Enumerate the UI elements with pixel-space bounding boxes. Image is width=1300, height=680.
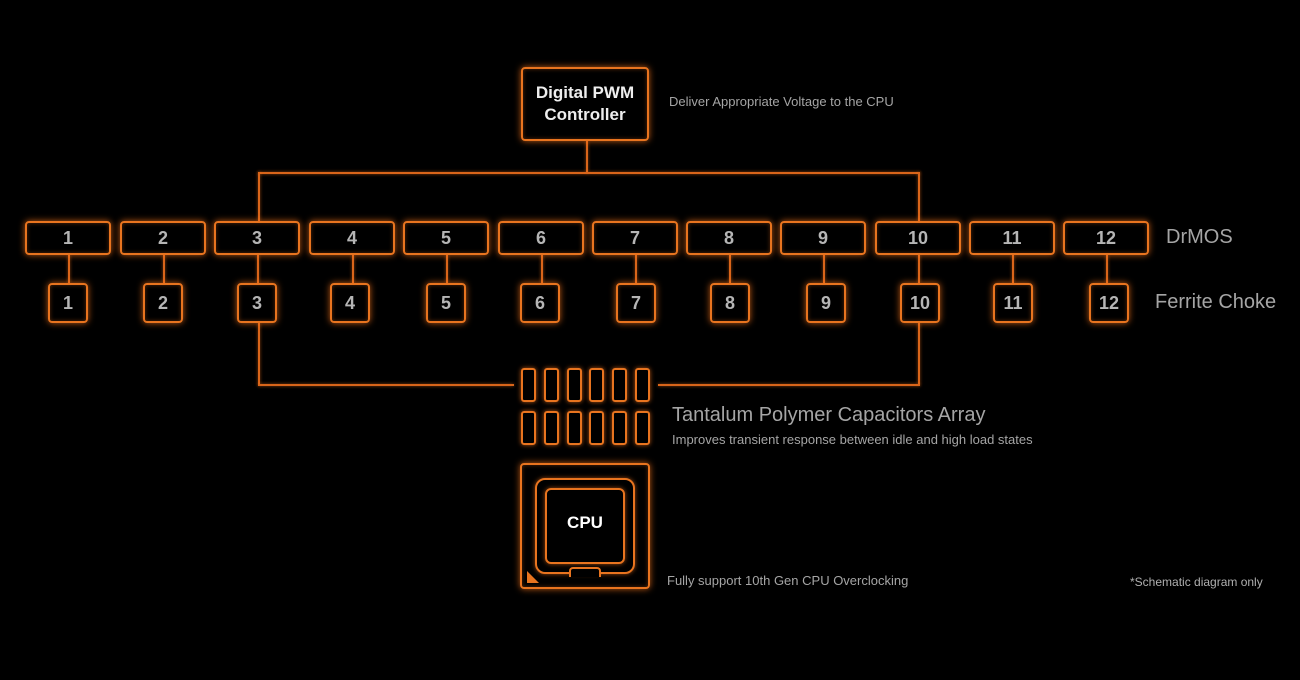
drmos-choke-link bbox=[68, 255, 70, 283]
drmos-box: 11 bbox=[969, 221, 1055, 255]
pwm-controller-box: Digital PWM Controller bbox=[521, 67, 649, 141]
ferrite-choke-box: 5 bbox=[426, 283, 466, 323]
pwm-down-line bbox=[586, 141, 588, 173]
schematic-footnote: *Schematic diagram only bbox=[1130, 575, 1263, 589]
cpu-pin1-marker-icon bbox=[527, 571, 539, 583]
capacitor bbox=[635, 368, 650, 402]
drmos-choke-link bbox=[1012, 255, 1014, 283]
drmos-choke-link bbox=[541, 255, 543, 283]
drmos-choke-link bbox=[635, 255, 637, 283]
drmos-choke-link bbox=[918, 255, 920, 283]
drmos-choke-link bbox=[1106, 255, 1108, 283]
drmos-box: 12 bbox=[1063, 221, 1149, 255]
capacitor bbox=[566, 411, 582, 445]
cpu-socket bbox=[520, 463, 650, 589]
drmos-box: 5 bbox=[403, 221, 489, 255]
drmos-box: 1 bbox=[25, 221, 111, 255]
cpu-description: Fully support 10th Gen CPU Overclocking bbox=[667, 573, 909, 588]
drmos-choke-link bbox=[163, 255, 165, 283]
ferrite-choke-box: 1 bbox=[48, 283, 88, 323]
bus-drop-left bbox=[258, 172, 260, 221]
drmos-choke-link bbox=[446, 255, 448, 283]
drmos-box: 6 bbox=[498, 221, 584, 255]
drmos-box: 4 bbox=[309, 221, 395, 255]
ferrite-choke-box: 11 bbox=[993, 283, 1033, 323]
pwm-controller-label-line1: Digital PWM bbox=[535, 83, 635, 102]
cpu-die-outline bbox=[545, 488, 625, 564]
capacitor bbox=[521, 411, 536, 445]
drmos-box: 7 bbox=[592, 221, 678, 255]
ferrite-choke-box: 4 bbox=[330, 283, 370, 323]
return-right-vertical bbox=[918, 323, 920, 385]
ferrite-choke-box: 10 bbox=[900, 283, 940, 323]
capacitor bbox=[521, 368, 536, 402]
ferrite-choke-box: 6 bbox=[520, 283, 560, 323]
ferrite-choke-box: 9 bbox=[806, 283, 846, 323]
capacitor bbox=[543, 368, 559, 402]
drmos-choke-link bbox=[352, 255, 354, 283]
cpu-notch bbox=[569, 567, 601, 577]
capacitor bbox=[589, 411, 605, 445]
ferrite-choke-box: 7 bbox=[616, 283, 656, 323]
capacitor bbox=[612, 411, 628, 445]
pwm-bus-line bbox=[258, 172, 920, 174]
ferrite-choke-box: 2 bbox=[143, 283, 183, 323]
bus-drop-right bbox=[918, 172, 920, 221]
drmos-box: 2 bbox=[120, 221, 206, 255]
drmos-choke-link bbox=[823, 255, 825, 283]
drmos-choke-link bbox=[257, 255, 259, 283]
ferrite-choke-label: Ferrite Choke bbox=[1155, 291, 1277, 313]
capacitor-array-title: Tantalum Polymer Capacitors Array bbox=[672, 404, 986, 426]
capacitor bbox=[612, 368, 628, 402]
capacitor bbox=[566, 368, 582, 402]
capacitor bbox=[635, 411, 650, 445]
drmos-box: 3 bbox=[214, 221, 300, 255]
capacitor bbox=[589, 368, 605, 402]
pwm-controller-description: Deliver Appropriate Voltage to the CPU bbox=[669, 94, 894, 109]
return-right-horizontal bbox=[658, 384, 920, 386]
ferrite-choke-box: 8 bbox=[710, 283, 750, 323]
drmos-choke-link bbox=[729, 255, 731, 283]
ferrite-choke-box: 3 bbox=[237, 283, 277, 323]
drmos-box: 8 bbox=[686, 221, 772, 255]
drmos-box: 10 bbox=[875, 221, 961, 255]
ferrite-choke-box: 12 bbox=[1089, 283, 1129, 323]
drmos-label: DrMOS bbox=[1166, 226, 1233, 248]
pwm-controller-label-line2: Controller bbox=[544, 105, 626, 124]
capacitor-array-description: Improves transient response between idle… bbox=[672, 432, 1033, 447]
cpu-label: CPU bbox=[567, 513, 603, 532]
drmos-box: 9 bbox=[780, 221, 866, 255]
return-left-horizontal bbox=[258, 384, 514, 386]
return-left-vertical bbox=[258, 323, 260, 385]
capacitor bbox=[543, 411, 559, 445]
